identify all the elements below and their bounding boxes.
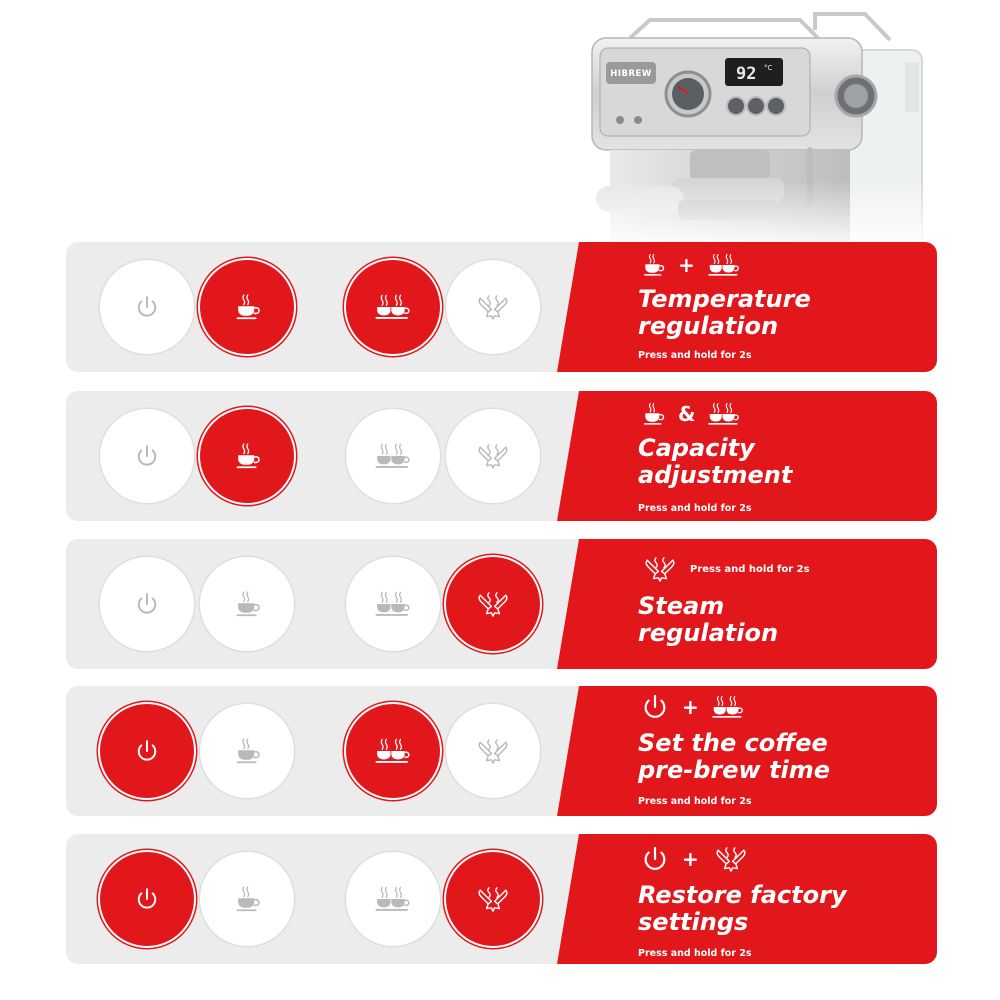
double-cup-icon	[373, 882, 413, 916]
combo-icons: +	[638, 842, 753, 876]
steam-icon	[475, 291, 511, 323]
row-title: Set the coffee pre-brew time	[638, 729, 831, 784]
double-cup-button	[346, 852, 440, 946]
steam-button	[446, 260, 540, 354]
instruction-panel	[557, 834, 937, 964]
combo-operator: +	[682, 847, 699, 871]
double-cup-icon	[705, 399, 743, 429]
single-cup-icon	[638, 400, 668, 428]
instruction-panel	[557, 242, 937, 372]
combo-operator: &	[678, 402, 696, 426]
row-temperature-regulation: + Temperature regulation Press and hold …	[66, 242, 937, 372]
power-icon	[132, 589, 162, 619]
double-cup-button	[346, 260, 440, 354]
combo-operator: +	[678, 253, 695, 277]
combo-icons: +	[638, 690, 747, 724]
combo-icons: &	[638, 399, 743, 429]
combo-operator: +	[682, 695, 699, 719]
single-cup-icon	[231, 291, 263, 323]
double-cup-button	[346, 557, 440, 651]
power-button	[100, 852, 194, 946]
temperature-display: 92	[736, 64, 756, 84]
press-hold-note: Press and hold for 2s	[638, 503, 752, 514]
row-title: Temperature regulation	[638, 285, 811, 340]
double-cup-icon	[709, 692, 747, 722]
steam-icon	[475, 440, 511, 472]
double-cup-icon	[373, 439, 413, 473]
press-hold-note: Press and hold for 2s	[638, 948, 752, 959]
double-cup-button	[346, 704, 440, 798]
button-panel	[66, 834, 626, 964]
single-cup-button	[200, 852, 294, 946]
instruction-panel	[557, 391, 937, 521]
steam-icon	[709, 843, 753, 875]
temperature-unit: °C	[764, 64, 773, 72]
row-title: Capacity adjustment	[638, 434, 793, 489]
row-capacity-adjustment: & Capacity adjustment Press and hold for…	[66, 391, 937, 521]
brand-logo: HIBREW	[610, 69, 652, 79]
power-icon	[132, 884, 162, 914]
single-cup-icon	[638, 251, 668, 279]
single-cup-button	[200, 557, 294, 651]
power-icon	[638, 690, 672, 724]
single-cup-button	[200, 260, 294, 354]
double-cup-icon	[705, 250, 743, 280]
power-button	[100, 260, 194, 354]
double-cup-icon	[373, 734, 413, 768]
press-hold-note: Press and hold for 2s	[690, 563, 810, 575]
single-cup-icon	[231, 440, 263, 472]
steam-button	[446, 704, 540, 798]
row-title: Restore factory settings	[638, 881, 847, 936]
row-pre-brew-time: + Set the coffee pre-brew time Press and…	[66, 686, 937, 816]
single-cup-icon	[231, 883, 263, 915]
steam-icon	[475, 735, 511, 767]
double-cup-button	[346, 409, 440, 503]
steam-button	[446, 557, 540, 651]
button-panel	[66, 686, 626, 816]
steam-icon	[638, 553, 682, 585]
press-hold-note: Press and hold for 2s	[638, 350, 752, 361]
power-icon	[638, 842, 672, 876]
power-button	[100, 704, 194, 798]
power-icon	[132, 441, 162, 471]
combo-icons: +	[638, 250, 743, 280]
double-cup-icon	[373, 290, 413, 324]
power-icon	[132, 736, 162, 766]
power-button	[100, 409, 194, 503]
row-title: Steam regulation	[638, 592, 779, 647]
power-button	[100, 557, 194, 651]
button-panel	[66, 391, 626, 521]
row-restore-factory-settings: + Restore factory settings Press and hol…	[66, 834, 937, 964]
combo-icons: Press and hold for 2s	[638, 553, 810, 585]
press-hold-note: Press and hold for 2s	[638, 796, 752, 807]
steam-icon	[475, 588, 511, 620]
steam-button	[446, 852, 540, 946]
single-cup-icon	[231, 588, 263, 620]
double-cup-icon	[373, 587, 413, 621]
instruction-panel	[557, 539, 937, 669]
button-panel	[66, 539, 626, 669]
button-panel	[66, 242, 626, 372]
power-icon	[132, 292, 162, 322]
single-cup-button	[200, 409, 294, 503]
espresso-machine-illustration: HIBREW 92 °C	[560, 0, 980, 251]
steam-icon	[475, 883, 511, 915]
row-steam-regulation: Press and hold for 2s Steam regulation	[66, 539, 937, 669]
single-cup-icon	[231, 735, 263, 767]
steam-button	[446, 409, 540, 503]
single-cup-button	[200, 704, 294, 798]
instruction-panel	[557, 686, 937, 816]
